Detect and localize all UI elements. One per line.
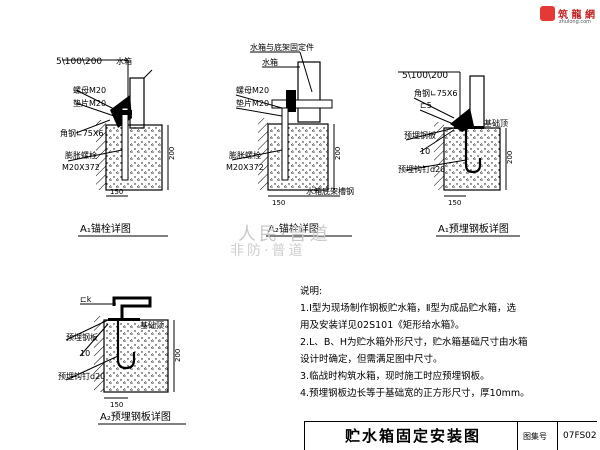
logo-mark-icon: [540, 6, 555, 21]
fig3-leader-c5: [419, 109, 459, 127]
fig4-label-ck: ⊏k: [80, 295, 92, 304]
fig2-label-dim-200: 200: [334, 147, 342, 160]
fig1-label-dims: 5\100\200: [56, 57, 102, 67]
fig3-leader-hook: [405, 159, 467, 171]
fig2-leader-washer: [235, 107, 283, 117]
fig3-embed-plate: [454, 126, 484, 129]
fig3-label-dim-150: 150: [448, 199, 461, 207]
fig2-label-expansion-bolt: 膨胀螺栓: [229, 150, 261, 160]
fig3-label-dims: 5\100\200: [402, 71, 448, 81]
fig3-label-ten: 10: [420, 147, 430, 156]
fig3-label-dim-200: 200: [506, 151, 514, 164]
title-block-divider-2: [557, 422, 558, 450]
notes-heading: 说明:: [300, 286, 323, 297]
fig3-label-angle-steel: 角钢∟75X6: [414, 88, 457, 98]
atlas-code: 07FS02: [563, 431, 597, 441]
fig1-anchor-bolt-detail: 5\100\200 水箱 螺母M20 垫片M20 角钢∟75X6 膨胀螺栓 M2…: [56, 56, 176, 237]
fig3-leader-ten: [419, 129, 455, 153]
fig3-label-embed-plate: 预埋钢板: [404, 130, 436, 140]
fig4-caption: A₂预埋钢板详图: [100, 410, 171, 423]
notes-line-2: 用及安装详见02S101《矩形给水箱》。: [300, 320, 465, 331]
fig2-label-fixing: 水箱与底架固定件: [250, 42, 314, 52]
fig4-leader-ten: [79, 323, 109, 357]
title-block: 贮水箱固定安装图 图集号 07FS02: [304, 421, 597, 450]
fig4-foundation: [103, 319, 169, 393]
fig3-label-embed-hook: 预埋钩钉d20: [398, 164, 445, 174]
atlas-label: 图集号: [523, 432, 547, 441]
fig2-channel: [271, 99, 333, 109]
fig1-bolt: [121, 107, 129, 181]
fig3-embedded-plate-detail: 5\100\200 角钢∟75X6 ⊏5 基础顶 预埋钢板 10 预埋钩钉d20…: [398, 71, 520, 237]
notes-line-5: 3.临战时构筑水箱，现时施工时应预埋钢板。: [300, 371, 490, 382]
fig2-caption: A₂锚栓详图: [268, 222, 319, 235]
fig2-leader-nut: [235, 94, 283, 109]
fig2-label-water-tank: 水箱: [262, 57, 278, 67]
notes-line-6: 4.预埋钢板边长等于基础宽的正方形尺寸，厚10mm。: [300, 388, 530, 399]
fig1-nut: [118, 110, 132, 115]
fig4-label-dim-200: 200: [174, 349, 182, 362]
fig4-hook: [116, 321, 136, 370]
fig1-leader-washer: [75, 102, 121, 119]
fig3-soil-hatch: [434, 122, 444, 190]
fig1-tank-wall: [129, 77, 145, 129]
notes-line-1: 1.Ⅰ型为现场制作钢板贮水箱，Ⅱ型为成品贮水箱，选: [300, 303, 517, 314]
fig1-caption: A₁锚栓详图: [80, 222, 131, 235]
fig3-caption: A₁预埋钢板详图: [438, 222, 509, 235]
fig4-embedded-plate-detail: ⊏k 基础顶 预埋钢板 10 预埋钩钉d20 200 150 A₂预埋钢板详图: [58, 295, 186, 425]
fig1-soil-hatch: [96, 120, 106, 190]
fig1-label-expansion-bolt: 膨胀螺栓: [65, 150, 97, 160]
fig2-anchor-bolt-detail: 水箱与底架固定件 水箱 螺母M20 垫片M20 膨胀螺栓 M20X372 水箱底…: [226, 42, 354, 237]
fig1-break-mark: [143, 69, 153, 79]
fig4-label-dim-150: 150: [110, 401, 123, 409]
fig1-leader-nut: [75, 89, 121, 113]
fig2-label-washer: 垫片M20: [236, 98, 269, 108]
fig4-leader-plate: [65, 319, 109, 341]
fig1-label-nut: 螺母M20: [73, 85, 106, 95]
notes-line-4: 设计时确定，但需满足图中尺寸。: [300, 354, 443, 365]
fig4-leader-hook: [65, 355, 119, 381]
fig1-label-bolt-size: M20X372: [62, 163, 100, 172]
fig1-label-dim-200: 200: [168, 147, 176, 160]
fig3-label-foundation-top: 基础顶: [484, 118, 508, 128]
fig3-label-c5: ⊏5: [420, 101, 432, 110]
fig2-tank-wall: [297, 61, 321, 123]
fig4-label-foundation-top: 基础顶: [140, 320, 164, 330]
fig2-label-bolt-size: M20X372: [226, 163, 264, 172]
fig1-label-water-tank: 水箱: [116, 56, 132, 66]
fig2-label-dim-150: 150: [272, 199, 285, 207]
site-logo: 筑 龍 網 zhulong.com: [540, 4, 598, 30]
title-block-divider: [517, 422, 518, 450]
watermark-line1: 人民·普道: [238, 224, 331, 245]
fig1-label-angle-steel: 角钢∟75X6: [60, 128, 103, 138]
fig1-label-washer: 垫片M20: [73, 98, 106, 108]
logo-title: 筑 龍 網: [558, 10, 595, 21]
drawing-title: 贮水箱固定安装图: [345, 427, 482, 445]
notes-section: 说明: 1.Ⅰ型为现场制作钢板贮水箱，Ⅱ型为成品贮水箱，选 用及安装详见02S1…: [300, 283, 590, 402]
logo-subtitle: zhulong.com: [559, 19, 592, 25]
fig2-label-channel: 水箱底架槽钢: [306, 186, 354, 196]
fig1-foundation: [105, 124, 163, 191]
fig2-foundation: [267, 123, 329, 191]
fig3-foundation: [443, 127, 501, 191]
notes-line-3: 2.L、B、H为贮水箱外形尺寸，贮水箱基础尺寸由水箱: [300, 337, 528, 348]
fig4-label-ten: 10: [80, 349, 90, 358]
fig2-leader-bolt: [231, 149, 283, 161]
fig3-leader-plate: [405, 127, 455, 141]
fig3-hook: [464, 129, 482, 174]
fig4-soil-hatch: [94, 316, 104, 392]
fig4-label-embed-hook: 预埋钩钉d20: [58, 371, 105, 381]
fig2-label-nut: 螺母M20: [236, 85, 269, 95]
watermark-line2: 非防·普道: [230, 243, 306, 259]
fig2-bolt: [281, 107, 289, 181]
fig1-leader-bolt: [67, 149, 123, 162]
fig4-channel-steel: [112, 296, 152, 320]
fig3-leader-angle: [413, 97, 455, 119]
fig1-leader-angle: [75, 119, 111, 134]
fig2-fixing-plate: [286, 90, 296, 112]
fig4-embed-plate: [108, 318, 140, 321]
fig1-label-dim-150: 150: [110, 188, 123, 196]
fig4-label-embed-plate: 预埋钢板: [66, 332, 98, 342]
